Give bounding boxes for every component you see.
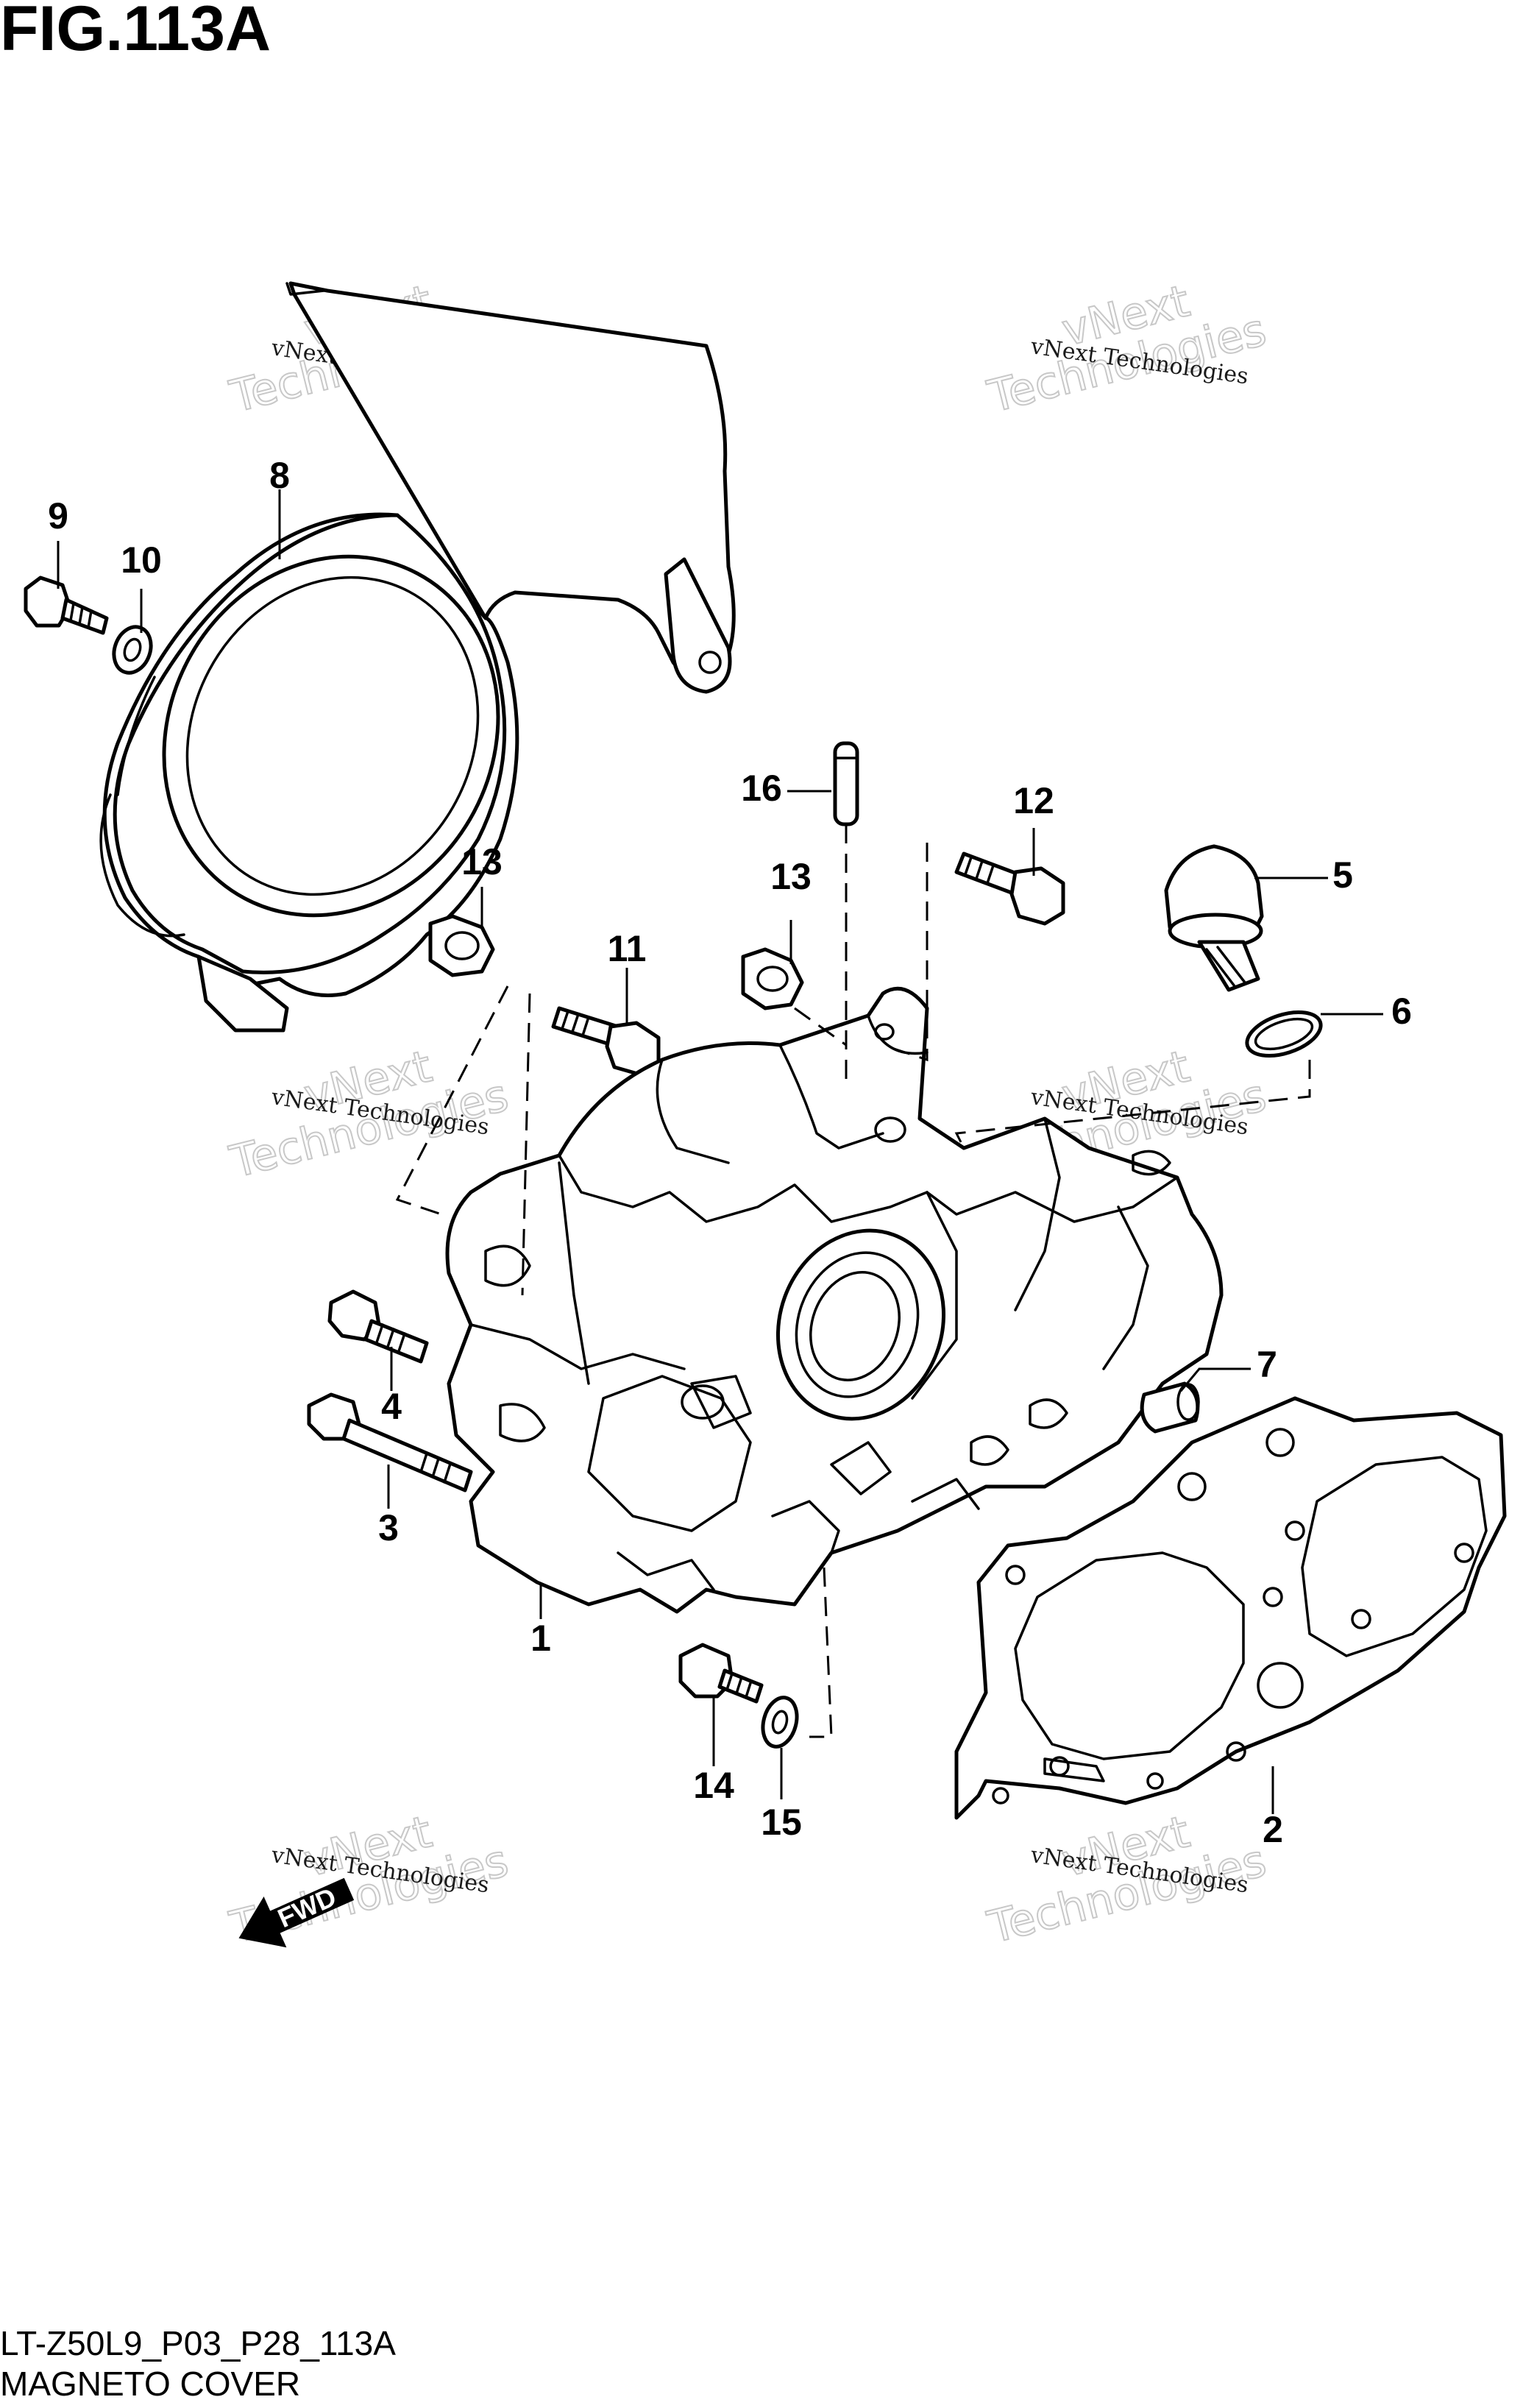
callout-3: 3 [378,1507,399,1548]
callout-10: 10 [121,539,162,581]
callout-13-left: 13 [461,841,503,882]
callout-12: 12 [1013,780,1054,821]
callout-14: 14 [693,1765,734,1806]
part-15-gasket-washer [761,1696,799,1749]
part-5-oil-filler-cap [1164,844,1264,992]
callout-8: 8 [269,455,290,496]
callout-2: 2 [1263,1809,1283,1850]
callout-9: 9 [48,495,68,537]
part-11-bolt [551,1006,661,1077]
callout-16: 16 [741,768,782,809]
part-16-pin [833,741,859,826]
callout-6: 6 [1391,991,1412,1032]
part-12-bolt [954,851,1065,926]
watermark-bottom-right: Technologies vNext vNext Technologies [982,1805,1272,1955]
assembly-lines [395,824,1311,1738]
part-7-dowel-pin [1140,1381,1200,1434]
callout-15: 15 [761,1802,802,1843]
part-6-o-ring [1245,1010,1323,1058]
part-3-long-bolt [307,1392,473,1492]
callout-1: 1 [530,1618,551,1659]
callout-labels: 9 10 8 16 12 13 13 11 5 6 7 4 3 1 2 14 1… [48,455,1412,1850]
callout-7: 7 [1257,1344,1277,1385]
part-2-gasket [954,1396,1507,1820]
callout-5: 5 [1332,854,1353,896]
part-9-bolt [24,576,109,635]
part-1-magneto-cover [445,986,1224,1614]
part-13-nut-right [741,947,804,1010]
part-4-bolt [327,1289,429,1364]
part-10-washer [112,625,153,675]
callout-11: 11 [608,928,647,969]
callout-4: 4 [381,1386,402,1427]
watermark-mid-left: Technologies vNext vNext Technologies [224,1040,514,1189]
part-8-generator-cover [99,281,736,1033]
figure-title: FIG.113A [0,0,271,64]
watermark-top-right: Technologies vNext vNext Technologies [982,275,1272,424]
part-13-nut-left [428,914,495,977]
callout-13-right: 13 [770,856,812,897]
figure-code: LT-Z50L9_P03_P28_113A [0,2324,396,2362]
part-14-plug [678,1643,764,1704]
figure-name: MAGNETO COVER [0,2365,300,2403]
leader-lines [57,489,1383,1814]
